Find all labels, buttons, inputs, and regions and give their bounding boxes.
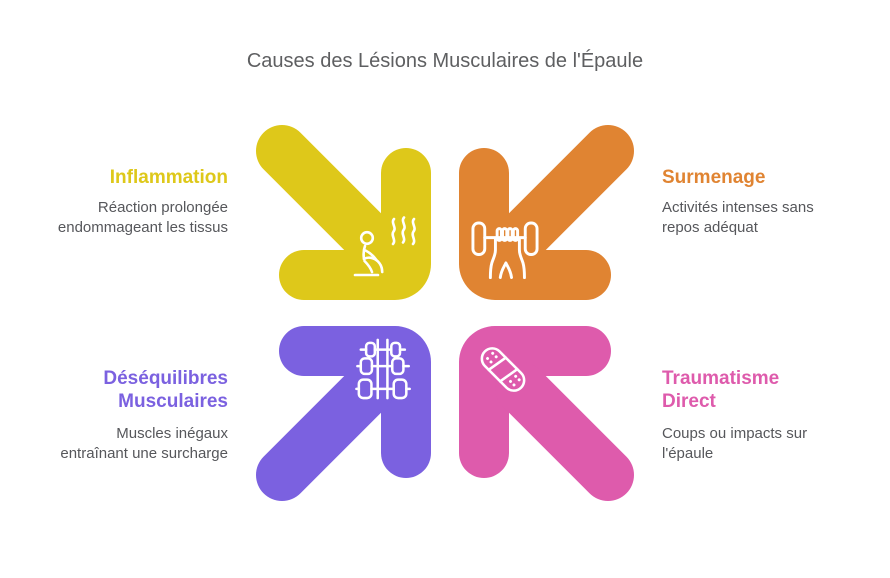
- section-description-desequilibres: Muscles inégaux entraînant une surcharge: [60, 425, 228, 462]
- arrow-shaft: [256, 362, 395, 501]
- arrow-head-shape: [459, 148, 611, 300]
- quadrant-inflammation: [255, 124, 433, 302]
- section-description-inflammation: Réaction prolongée endommageant les tiss…: [57, 199, 228, 236]
- section-title-inflammation: Inflammation: [109, 167, 228, 188]
- section-surmenage-label: Surmenage Activités intenses sans repos …: [662, 166, 890, 238]
- hand-dumbbell-icon: [471, 221, 539, 280]
- quadrant-desequilibres: [255, 324, 433, 502]
- section-inflammation-label: Inflammation Réaction prolongée endommag…: [0, 166, 228, 238]
- section-title-surmenage: Surmenage: [662, 167, 766, 188]
- arrow-shaft: [495, 362, 634, 501]
- section-description-surmenage: Activités intenses sans repos adéquat: [662, 199, 814, 236]
- section-title-traumatisme: Traumatisme Direct: [662, 368, 780, 412]
- section-desequilibres-label: Déséquilibres Musculaires Muscles inégau…: [0, 367, 228, 464]
- section-traumatisme-label: Traumatisme Direct Coups ou impacts sur …: [662, 367, 890, 464]
- arrow-shaft: [256, 125, 395, 264]
- section-description-traumatisme: Coups ou impacts sur l'épaule: [662, 425, 808, 462]
- page-title: Causes des Lésions Musculaires de l'Épau…: [246, 50, 644, 72]
- arrow-head-shape: [279, 148, 431, 300]
- dumbbell-rack-icon: [355, 338, 411, 400]
- section-title-desequilibres: Déséquilibres Musculaires: [103, 368, 228, 412]
- sauna-person-icon: [353, 216, 416, 277]
- quadrant-traumatisme: [457, 324, 635, 502]
- bandage-icon: [480, 347, 526, 392]
- inward-arrow: [256, 125, 431, 300]
- quadrant-surmenage: [457, 124, 635, 302]
